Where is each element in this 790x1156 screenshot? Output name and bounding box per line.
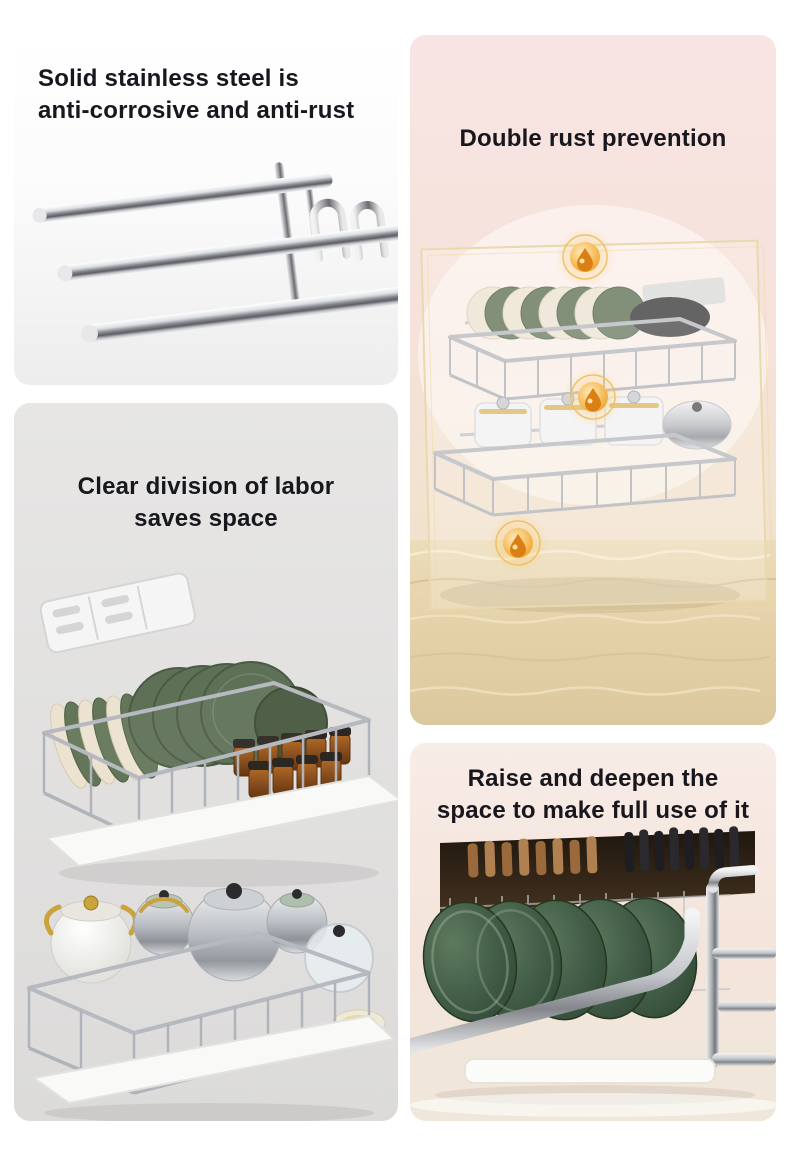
chrome-frame xyxy=(410,865,776,1068)
cookware xyxy=(44,883,386,1037)
space-heading: Raise and deepen the space to make full … xyxy=(410,743,776,828)
bottom-rail xyxy=(80,283,398,343)
space-heading-line2: space to make full use of it xyxy=(436,797,750,825)
water-surface xyxy=(410,540,776,725)
utensil-rack xyxy=(467,826,740,878)
middle-rail xyxy=(57,224,398,282)
panel-rust: Double rust prevention xyxy=(410,35,776,725)
steel-rails-illustration xyxy=(32,162,398,343)
division-heading: Clear division of labor saves space xyxy=(14,403,398,536)
division-heading-line1: Clear division of labor xyxy=(77,473,335,500)
steel-heading-line1: Solid stainless steel is xyxy=(38,65,299,92)
lower-drip-tray xyxy=(33,1015,395,1104)
drip-tray xyxy=(410,1058,776,1117)
panel-steel: Solid stainless steel is anti-corrosive … xyxy=(14,35,398,385)
steel-heading: Solid stainless steel is anti-corrosive … xyxy=(14,35,398,128)
division-heading-line2: saves space xyxy=(134,505,278,533)
upper-drip-tray xyxy=(46,775,398,867)
anti-rust-droplet-badge xyxy=(487,512,549,574)
hook-rack xyxy=(274,162,389,312)
rust-heading: Double rust prevention xyxy=(410,35,776,155)
top-rail xyxy=(32,172,333,223)
green-bowls xyxy=(422,897,698,1023)
upper-basket-dishes xyxy=(42,661,398,887)
anti-rust-droplet-badge xyxy=(554,226,616,288)
rust-heading-line: Double rust prevention xyxy=(459,125,727,152)
glass-panel xyxy=(420,239,774,616)
deep-basket-illustration xyxy=(410,826,776,1117)
lower-basket-pots xyxy=(27,883,395,1121)
steel-heading-line2: anti-corrosive and anti-rust xyxy=(38,97,355,125)
cutlery-tray xyxy=(39,572,196,654)
panel-space: Raise and deepen the space to make full … xyxy=(410,743,776,1121)
division-illustration xyxy=(27,572,398,1121)
rust-prevention-illustration xyxy=(410,205,776,725)
anti-rust-droplet-badge xyxy=(562,366,624,428)
space-heading-line1: Raise and deepen the xyxy=(467,765,719,792)
panel-division: Clear division of labor saves space xyxy=(14,403,398,1121)
upper-wire-basket xyxy=(448,277,737,401)
